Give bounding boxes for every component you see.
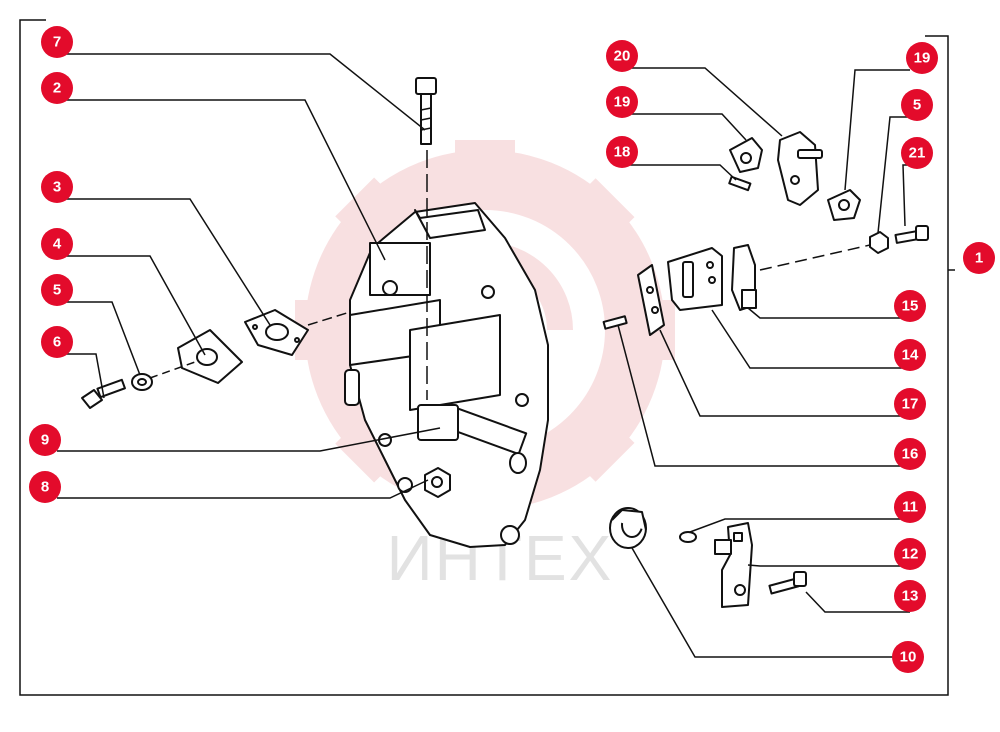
washer-part-5-left xyxy=(131,373,153,391)
svg-text:19: 19 xyxy=(914,50,931,67)
svg-text:10: 10 xyxy=(900,649,917,666)
callout-6: 6 xyxy=(41,326,73,358)
leader-lines xyxy=(57,53,955,658)
callout-15: 15 xyxy=(894,290,926,322)
svg-text:12: 12 xyxy=(902,546,919,563)
callout-4: 4 xyxy=(41,228,73,260)
callout-20: 20 xyxy=(606,40,638,72)
svg-text:17: 17 xyxy=(902,396,919,413)
svg-text:5: 5 xyxy=(913,97,921,114)
svg-text:18: 18 xyxy=(614,144,631,161)
flange-part-4 xyxy=(149,329,243,384)
main-housing-part xyxy=(344,150,549,548)
bolt-part-21 xyxy=(894,225,929,244)
svg-text:21: 21 xyxy=(909,145,926,162)
frame-border xyxy=(19,19,949,696)
screw-part-16 xyxy=(602,315,628,330)
svg-text:20: 20 xyxy=(614,48,631,65)
callout-21: 21 xyxy=(901,137,933,169)
callout-14: 14 xyxy=(894,339,926,371)
callout-2: 2 xyxy=(41,72,73,104)
svg-text:15: 15 xyxy=(902,298,919,315)
callout-8: 8 xyxy=(29,471,61,503)
bolt-part-13 xyxy=(768,571,807,595)
nut-part-5-right xyxy=(869,231,889,254)
callout-17: 17 xyxy=(894,388,926,420)
svg-text:19: 19 xyxy=(614,94,631,111)
callout-3: 3 xyxy=(41,171,73,203)
clip-part-19-right xyxy=(827,189,861,221)
callout-7: 7 xyxy=(41,26,73,58)
lever-part-12 xyxy=(714,522,753,608)
callout-1: 1 xyxy=(963,242,995,274)
clamp-part-20 xyxy=(777,131,823,206)
pin-part-11 xyxy=(679,531,697,543)
callout-19-right: 19 xyxy=(906,42,938,74)
gasket-part-3 xyxy=(244,309,351,356)
bolt-part-7 xyxy=(415,77,437,145)
svg-text:3: 3 xyxy=(53,179,61,196)
svg-text:11: 11 xyxy=(902,499,918,516)
callout-13: 13 xyxy=(894,580,926,612)
svg-text:6: 6 xyxy=(53,334,61,351)
callout-10: 10 xyxy=(892,641,924,673)
svg-text:9: 9 xyxy=(41,432,49,449)
callout-19-left: 19 xyxy=(606,86,638,118)
svg-text:2: 2 xyxy=(53,80,61,97)
svg-text:14: 14 xyxy=(902,347,919,364)
callout-18: 18 xyxy=(606,136,638,168)
callout-11: 11 xyxy=(894,491,926,523)
svg-text:7: 7 xyxy=(53,34,61,51)
screw-part-18 xyxy=(728,175,752,192)
block-part-15 xyxy=(731,244,871,311)
svg-text:13: 13 xyxy=(902,588,919,605)
bracket-part-14 xyxy=(667,247,723,311)
callout-5-right: 5 xyxy=(901,89,933,121)
svg-text:1: 1 xyxy=(975,250,983,267)
plate-part-17 xyxy=(637,264,665,336)
callout-9: 9 xyxy=(29,424,61,456)
bearing-part-10 xyxy=(609,507,647,549)
nut-part-8 xyxy=(424,467,451,498)
bolt-part-6 xyxy=(81,378,126,409)
clip-part-19-left xyxy=(729,137,763,173)
svg-text:4: 4 xyxy=(53,236,62,253)
callout-12: 12 xyxy=(894,538,926,570)
svg-text:8: 8 xyxy=(41,479,49,496)
svg-text:16: 16 xyxy=(902,446,919,463)
callout-5-left: 5 xyxy=(41,274,73,306)
svg-text:5: 5 xyxy=(53,282,61,299)
callout-16: 16 xyxy=(894,438,926,470)
